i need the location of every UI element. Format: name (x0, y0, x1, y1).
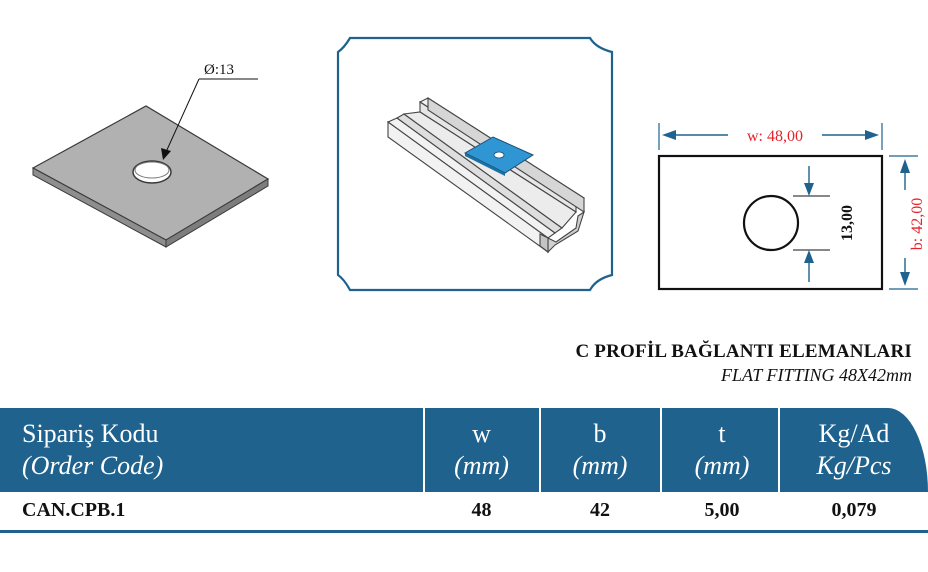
header-weight: Kg/Ad Kg/Pcs (816, 419, 892, 480)
header-divider (660, 408, 662, 492)
hole-circle (742, 194, 800, 252)
header-b: b (mm) (572, 419, 628, 480)
table-row: CAN.CPB.1 48 42 5,00 0,079 (0, 492, 928, 528)
front-view-dimensioned: w: 48,00 b: 42,00 13,00 (657, 123, 926, 291)
hole-dimension: 13,00 (839, 205, 856, 241)
table-header: Sipariş Kodu (Order Code) w (mm) b (mm) … (0, 408, 928, 492)
header-w: w (mm) (454, 419, 509, 480)
width-dimension: w: 48,00 (747, 128, 803, 145)
hole-callout: Ø:13 (204, 62, 234, 78)
cell-order-code: CAN.CPB.1 (22, 499, 126, 521)
product-title-en: FLAT FITTING 48X42mm (720, 365, 912, 385)
cell-b: 42 (590, 499, 610, 521)
hole-ellipse (132, 160, 172, 184)
table-bottom-rule (0, 530, 928, 533)
header-order-code: Sipariş Kodu (Order Code) (22, 419, 164, 480)
cell-t: 5,00 (704, 499, 740, 521)
height-dimension: b: 42,00 (909, 198, 926, 250)
c-profile-channel (386, 96, 586, 254)
assembly-view-frame (336, 36, 614, 292)
cell-w: 48 (471, 499, 492, 521)
header-divider (539, 408, 541, 492)
spec-table: Sipariş Kodu (Order Code) w (mm) b (mm) … (0, 408, 928, 528)
cell-weight: 0,079 (831, 499, 877, 521)
header-divider (423, 408, 425, 492)
technical-drawings: Ø:13 w: 48,00 (31, 36, 926, 292)
header-t: t (mm) (694, 419, 750, 480)
header-divider (778, 408, 780, 492)
flat-plate-iso-view: Ø:13 (31, 62, 270, 248)
product-heading: C PROFİL BAĞLANTI ELEMANLARI FLAT FITTIN… (575, 340, 912, 386)
product-title-tr: C PROFİL BAĞLANTI ELEMANLARI (575, 341, 912, 362)
